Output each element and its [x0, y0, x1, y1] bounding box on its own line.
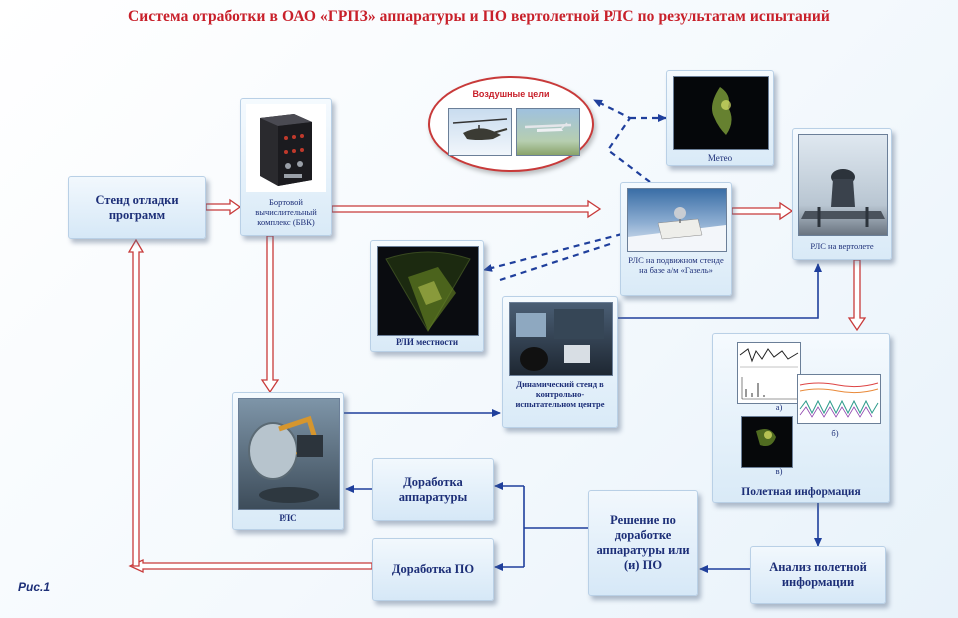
- dorabotka-po-box: Доработка ПО: [372, 538, 494, 601]
- stend-box: Стенд отладки программ: [68, 176, 206, 239]
- dash-mobile-to-rli-2: [499, 242, 611, 282]
- flight-info-caption: Полетная информация: [741, 486, 861, 498]
- flight-info-card: а) б) в) Полетная информация: [712, 333, 890, 503]
- meteo-card: Метео: [666, 70, 774, 166]
- dyn-stend-caption: Динамический стенд в контрольно-испытате…: [515, 379, 605, 409]
- meteo-caption: Метео: [707, 153, 733, 163]
- flight-label-a: а): [775, 402, 783, 412]
- arrow-mobile-to-heli: [731, 201, 794, 221]
- rls-mobile-caption: РЛС на подвижном стенде на базе а/м «Газ…: [628, 255, 724, 275]
- flight-chart-c: [741, 416, 793, 468]
- rls-caption: РЛС: [279, 513, 297, 523]
- dyn-stend-photo: [509, 302, 613, 376]
- flight-chart-a: [737, 342, 801, 404]
- rls-mobile-card: РЛС на подвижном стенде на базе а/м «Газ…: [620, 182, 732, 296]
- arrow-bvk-to-mobile: [331, 199, 602, 219]
- analiz-box: Анализ полетной информации: [750, 546, 886, 604]
- dash-mobile-to-rli-1: [483, 232, 623, 272]
- bvk-caption: Бортовой вычислительный комплекс (БВК): [255, 197, 317, 227]
- air-targets-title: Воздушные цели: [472, 89, 550, 99]
- rls-mobile-photo: [627, 188, 727, 252]
- rls-heli-photo: [798, 134, 888, 236]
- bvk-card: Бортовой вычислительный комплекс (БВК): [240, 98, 332, 236]
- meteo-photo: [673, 76, 769, 150]
- helicopter-photo: [448, 108, 512, 156]
- rli-caption: РЛИ местности: [395, 337, 459, 347]
- dorabotka-app-box: Доработка аппаратуры: [372, 458, 494, 521]
- rli-photo: [377, 246, 479, 336]
- flight-label-b: б): [831, 428, 839, 438]
- air-targets-ellipse: Воздушные цели: [428, 76, 594, 172]
- drone-photo: [516, 108, 580, 156]
- page-title: Система отработки в ОАО «ГРПЗ» аппаратур…: [128, 8, 830, 25]
- bvk-photo: [246, 104, 326, 192]
- dash-mobile-to-targets: [593, 99, 651, 183]
- arrow-bvk-to-rls: [260, 235, 280, 394]
- flight-label-c: в): [775, 466, 783, 476]
- rls-photo: [238, 398, 340, 510]
- arrow-heli-to-flight: [847, 259, 867, 332]
- rls-heli-card: РЛС на вертолете: [792, 128, 892, 260]
- flight-chart-b: [797, 374, 881, 424]
- rls-card: РЛС: [232, 392, 344, 530]
- rls-heli-caption: РЛС на вертолете: [810, 241, 874, 251]
- arrow-stend-up: [127, 238, 145, 567]
- rli-card: РЛИ местности: [370, 240, 484, 352]
- arrow-stend-to-bvk: [205, 198, 242, 216]
- dyn-stend-card: Динамический стенд в контрольно-испытате…: [502, 296, 618, 428]
- arrow-po-to-stend: [128, 558, 373, 574]
- figure-label: Рис.1: [18, 580, 51, 594]
- line-dyn-to-heli: [618, 263, 822, 319]
- reshenie-box: Решение по доработке аппаратуры или (и) …: [588, 490, 698, 596]
